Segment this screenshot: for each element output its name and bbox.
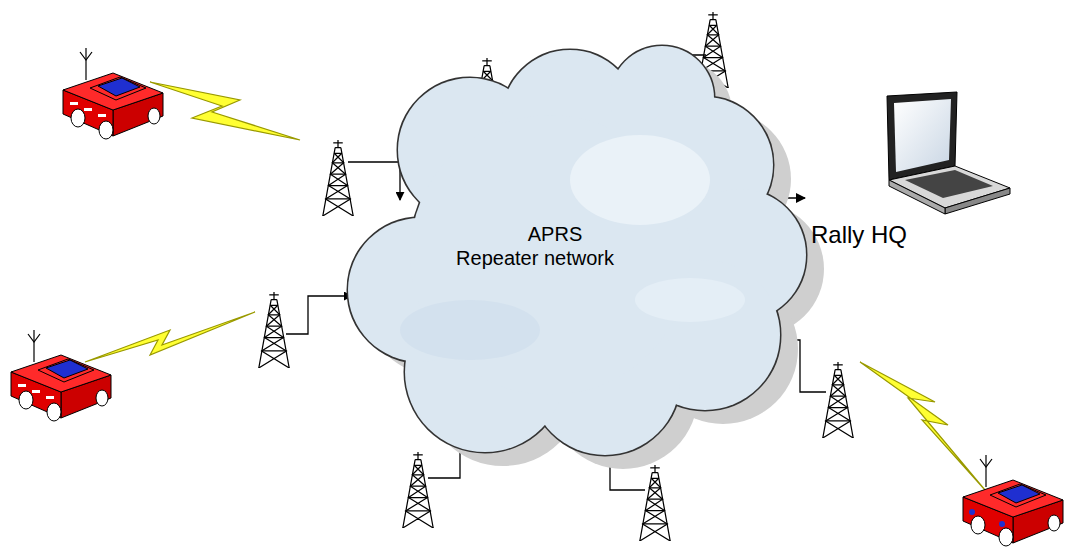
network-label: APRS Repeater network: [449, 222, 621, 270]
station-label: Rally HQ: [811, 221, 907, 249]
repeater-cloud: APRS Repeater network: [345, 20, 765, 460]
laptop-station: Rally HQ: [805, 90, 1020, 260]
